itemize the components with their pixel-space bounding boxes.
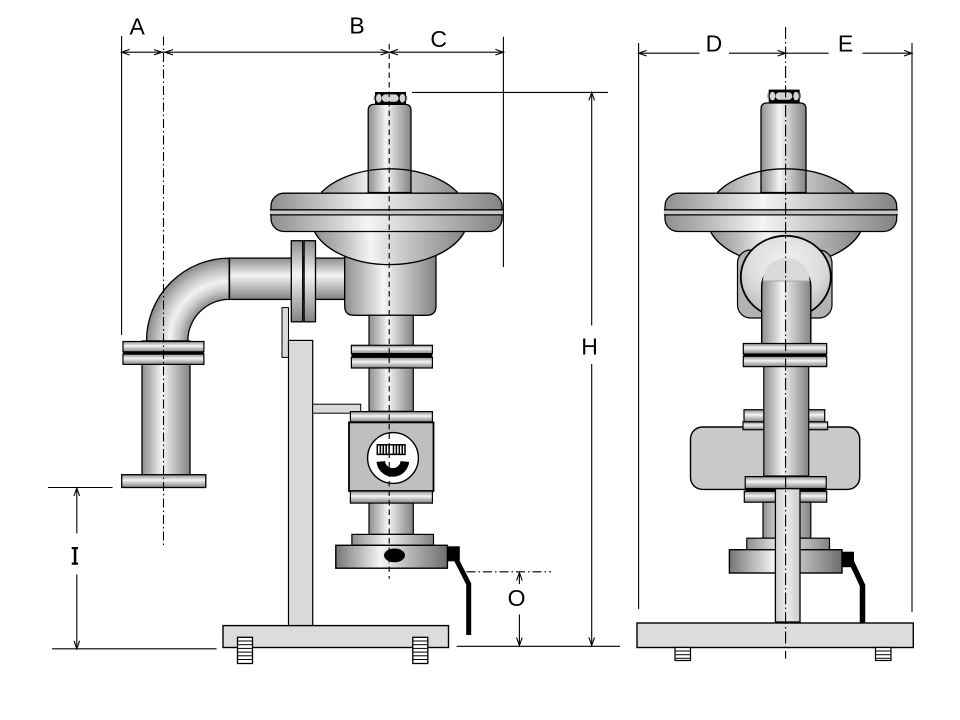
svg-text:C: C	[430, 26, 447, 52]
svg-text:B: B	[349, 13, 364, 39]
svg-text:H: H	[581, 334, 598, 360]
svg-text:O: O	[508, 585, 526, 611]
svg-text:D: D	[706, 31, 723, 57]
svg-text:A: A	[130, 13, 146, 39]
svg-text:E: E	[838, 31, 853, 57]
